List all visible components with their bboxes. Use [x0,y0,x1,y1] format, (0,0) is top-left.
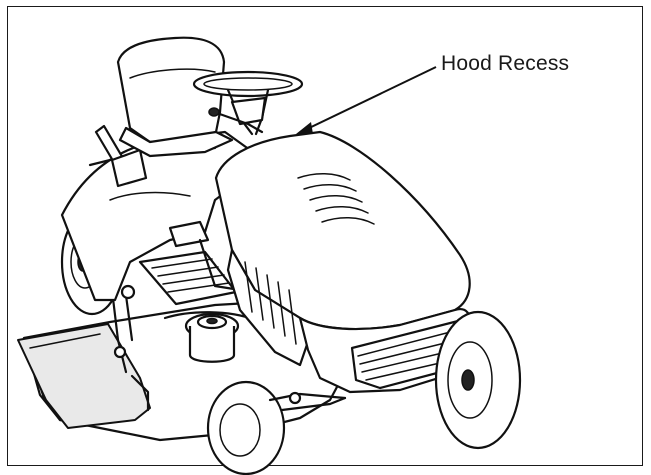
front-wheel-left [206,380,347,475]
callout-leader-arrow [296,66,437,134]
seat [116,36,234,158]
hood-recess-label: Hood Recess [441,52,570,75]
hood [214,130,473,394]
footrest [138,220,242,306]
steering-wheel [192,70,304,136]
front-wheel-right [434,310,522,450]
